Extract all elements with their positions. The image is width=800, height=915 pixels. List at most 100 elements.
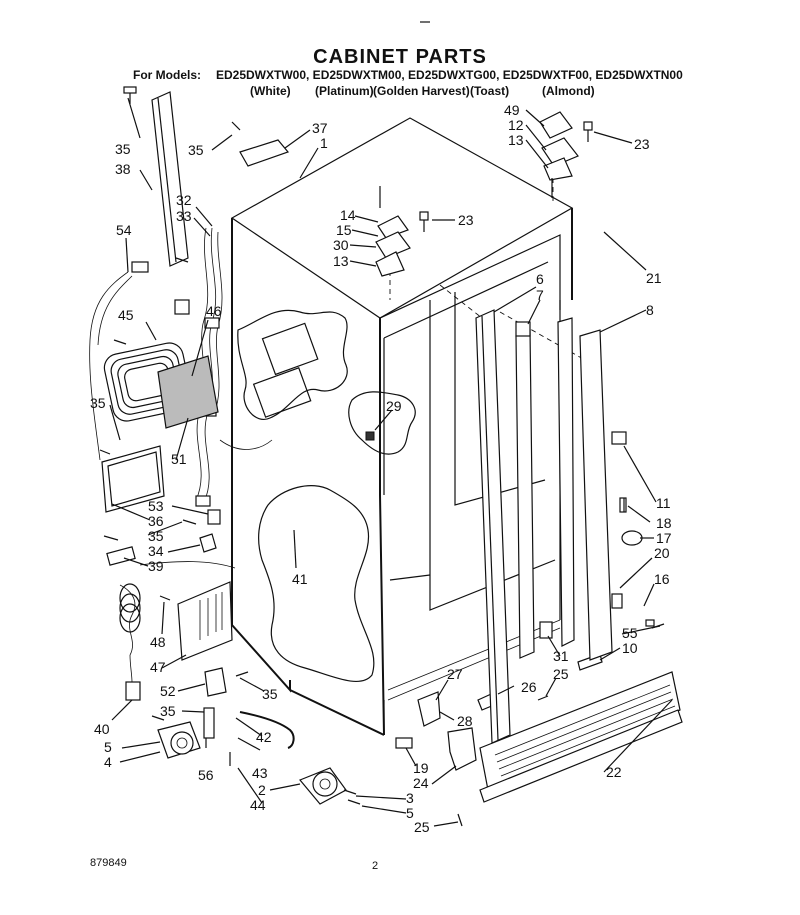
callout: 35 <box>148 528 164 544</box>
callout: 12 <box>508 117 524 133</box>
callout: 35 <box>262 686 278 702</box>
callout: 28 <box>457 713 473 729</box>
part-18 <box>619 497 627 513</box>
callout: 13 <box>333 253 349 269</box>
top-hinge-right <box>539 111 579 198</box>
callout: 33 <box>176 208 192 224</box>
part-52 <box>204 667 227 697</box>
callout: 14 <box>340 207 356 223</box>
callout: 5 <box>406 805 414 821</box>
tube-42 <box>239 711 295 749</box>
callout: 42 <box>256 729 272 745</box>
roller-assembly-right <box>299 767 347 805</box>
inner-cutout <box>348 391 416 455</box>
color-white: (White) <box>250 84 291 98</box>
callout: 7 <box>536 287 544 303</box>
part-31 <box>539 621 553 639</box>
screws <box>99 121 665 827</box>
part-37-block <box>239 139 290 167</box>
callout: 35 <box>188 142 204 158</box>
callout: 26 <box>521 679 537 695</box>
callout: 10 <box>622 640 638 656</box>
callout: 20 <box>654 545 670 561</box>
leader-lines <box>109 97 673 827</box>
callout: 45 <box>118 307 134 323</box>
callout: 15 <box>336 222 352 238</box>
callout: 23 <box>634 136 650 152</box>
part-28 <box>417 691 441 727</box>
callout: 54 <box>116 222 132 238</box>
callout: 1 <box>320 135 328 151</box>
callout: 17 <box>656 530 672 546</box>
callout: 30 <box>333 237 349 253</box>
callout: 47 <box>150 659 166 675</box>
compressor-plate <box>177 581 233 661</box>
part-11 <box>611 431 627 445</box>
callout: 51 <box>171 451 187 467</box>
callout: 11 <box>656 495 671 511</box>
model-list: ED25DWXTW00, ED25DWXTM00, ED25DWXTG00, E… <box>216 68 683 82</box>
callout: 8 <box>646 302 654 318</box>
part-17 <box>621 530 643 546</box>
callout: 52 <box>160 683 176 699</box>
callout: 32 <box>176 192 192 208</box>
callout: 27 <box>447 666 463 682</box>
cabinet-front-edge <box>379 318 385 736</box>
color-toast: (Toast) <box>470 84 510 98</box>
cabinet-left-side <box>231 218 291 693</box>
side-cutout-upper <box>237 309 348 421</box>
callout: 56 <box>198 767 214 783</box>
callout: 48 <box>150 634 166 650</box>
models-label: For Models: <box>133 68 201 82</box>
callout: 19 <box>413 760 429 776</box>
callout: 25 <box>553 666 569 682</box>
part-19 <box>395 737 413 749</box>
callout: 6 <box>536 271 544 287</box>
vertical-rail <box>123 86 189 267</box>
part-24 <box>447 727 477 771</box>
door-gasket-strips <box>475 309 613 744</box>
callout: 40 <box>94 721 110 737</box>
callout: 5 <box>104 739 112 755</box>
callout: 24 <box>413 775 429 791</box>
power-cord <box>119 561 236 701</box>
callout: 53 <box>148 498 164 514</box>
page-title: CABINET PARTS <box>313 46 487 68</box>
callout: 36 <box>148 513 164 529</box>
callout: 2 <box>258 782 266 798</box>
callout: 35 <box>115 141 131 157</box>
callout: 21 <box>646 270 662 286</box>
callout: 16 <box>654 571 670 587</box>
callout: 31 <box>553 648 569 664</box>
callout: 49 <box>504 102 520 118</box>
callout: 55 <box>622 625 638 641</box>
roller-assembly-left <box>157 721 201 759</box>
callout: 44 <box>250 797 266 813</box>
insulation-pad <box>157 355 219 429</box>
part-34 <box>199 533 217 553</box>
callout: 46 <box>206 303 222 319</box>
callout: 25 <box>414 819 430 835</box>
callout: 39 <box>148 558 164 574</box>
callout: 23 <box>458 212 474 228</box>
callout: 35 <box>160 703 176 719</box>
color-golden-harvest: (Golden Harvest) <box>373 84 470 98</box>
callout-labels: 35 38 37 1 35 32 33 54 45 46 35 51 53 36… <box>90 102 672 835</box>
part-53 <box>207 509 221 525</box>
side-cutout-lower <box>258 485 375 683</box>
callout: 34 <box>148 543 164 559</box>
callout: 41 <box>292 571 308 587</box>
part-39 <box>106 546 136 566</box>
callout: 35 <box>90 395 106 411</box>
callout: 4 <box>104 754 112 770</box>
part-56 <box>203 707 215 739</box>
callout: 18 <box>656 515 672 531</box>
part-55 <box>645 619 655 627</box>
diagram-code: 879849 <box>90 857 127 869</box>
callout: 22 <box>606 764 622 780</box>
callout: 3 <box>406 790 414 806</box>
callout: 43 <box>252 765 268 781</box>
callout: 29 <box>386 398 402 414</box>
